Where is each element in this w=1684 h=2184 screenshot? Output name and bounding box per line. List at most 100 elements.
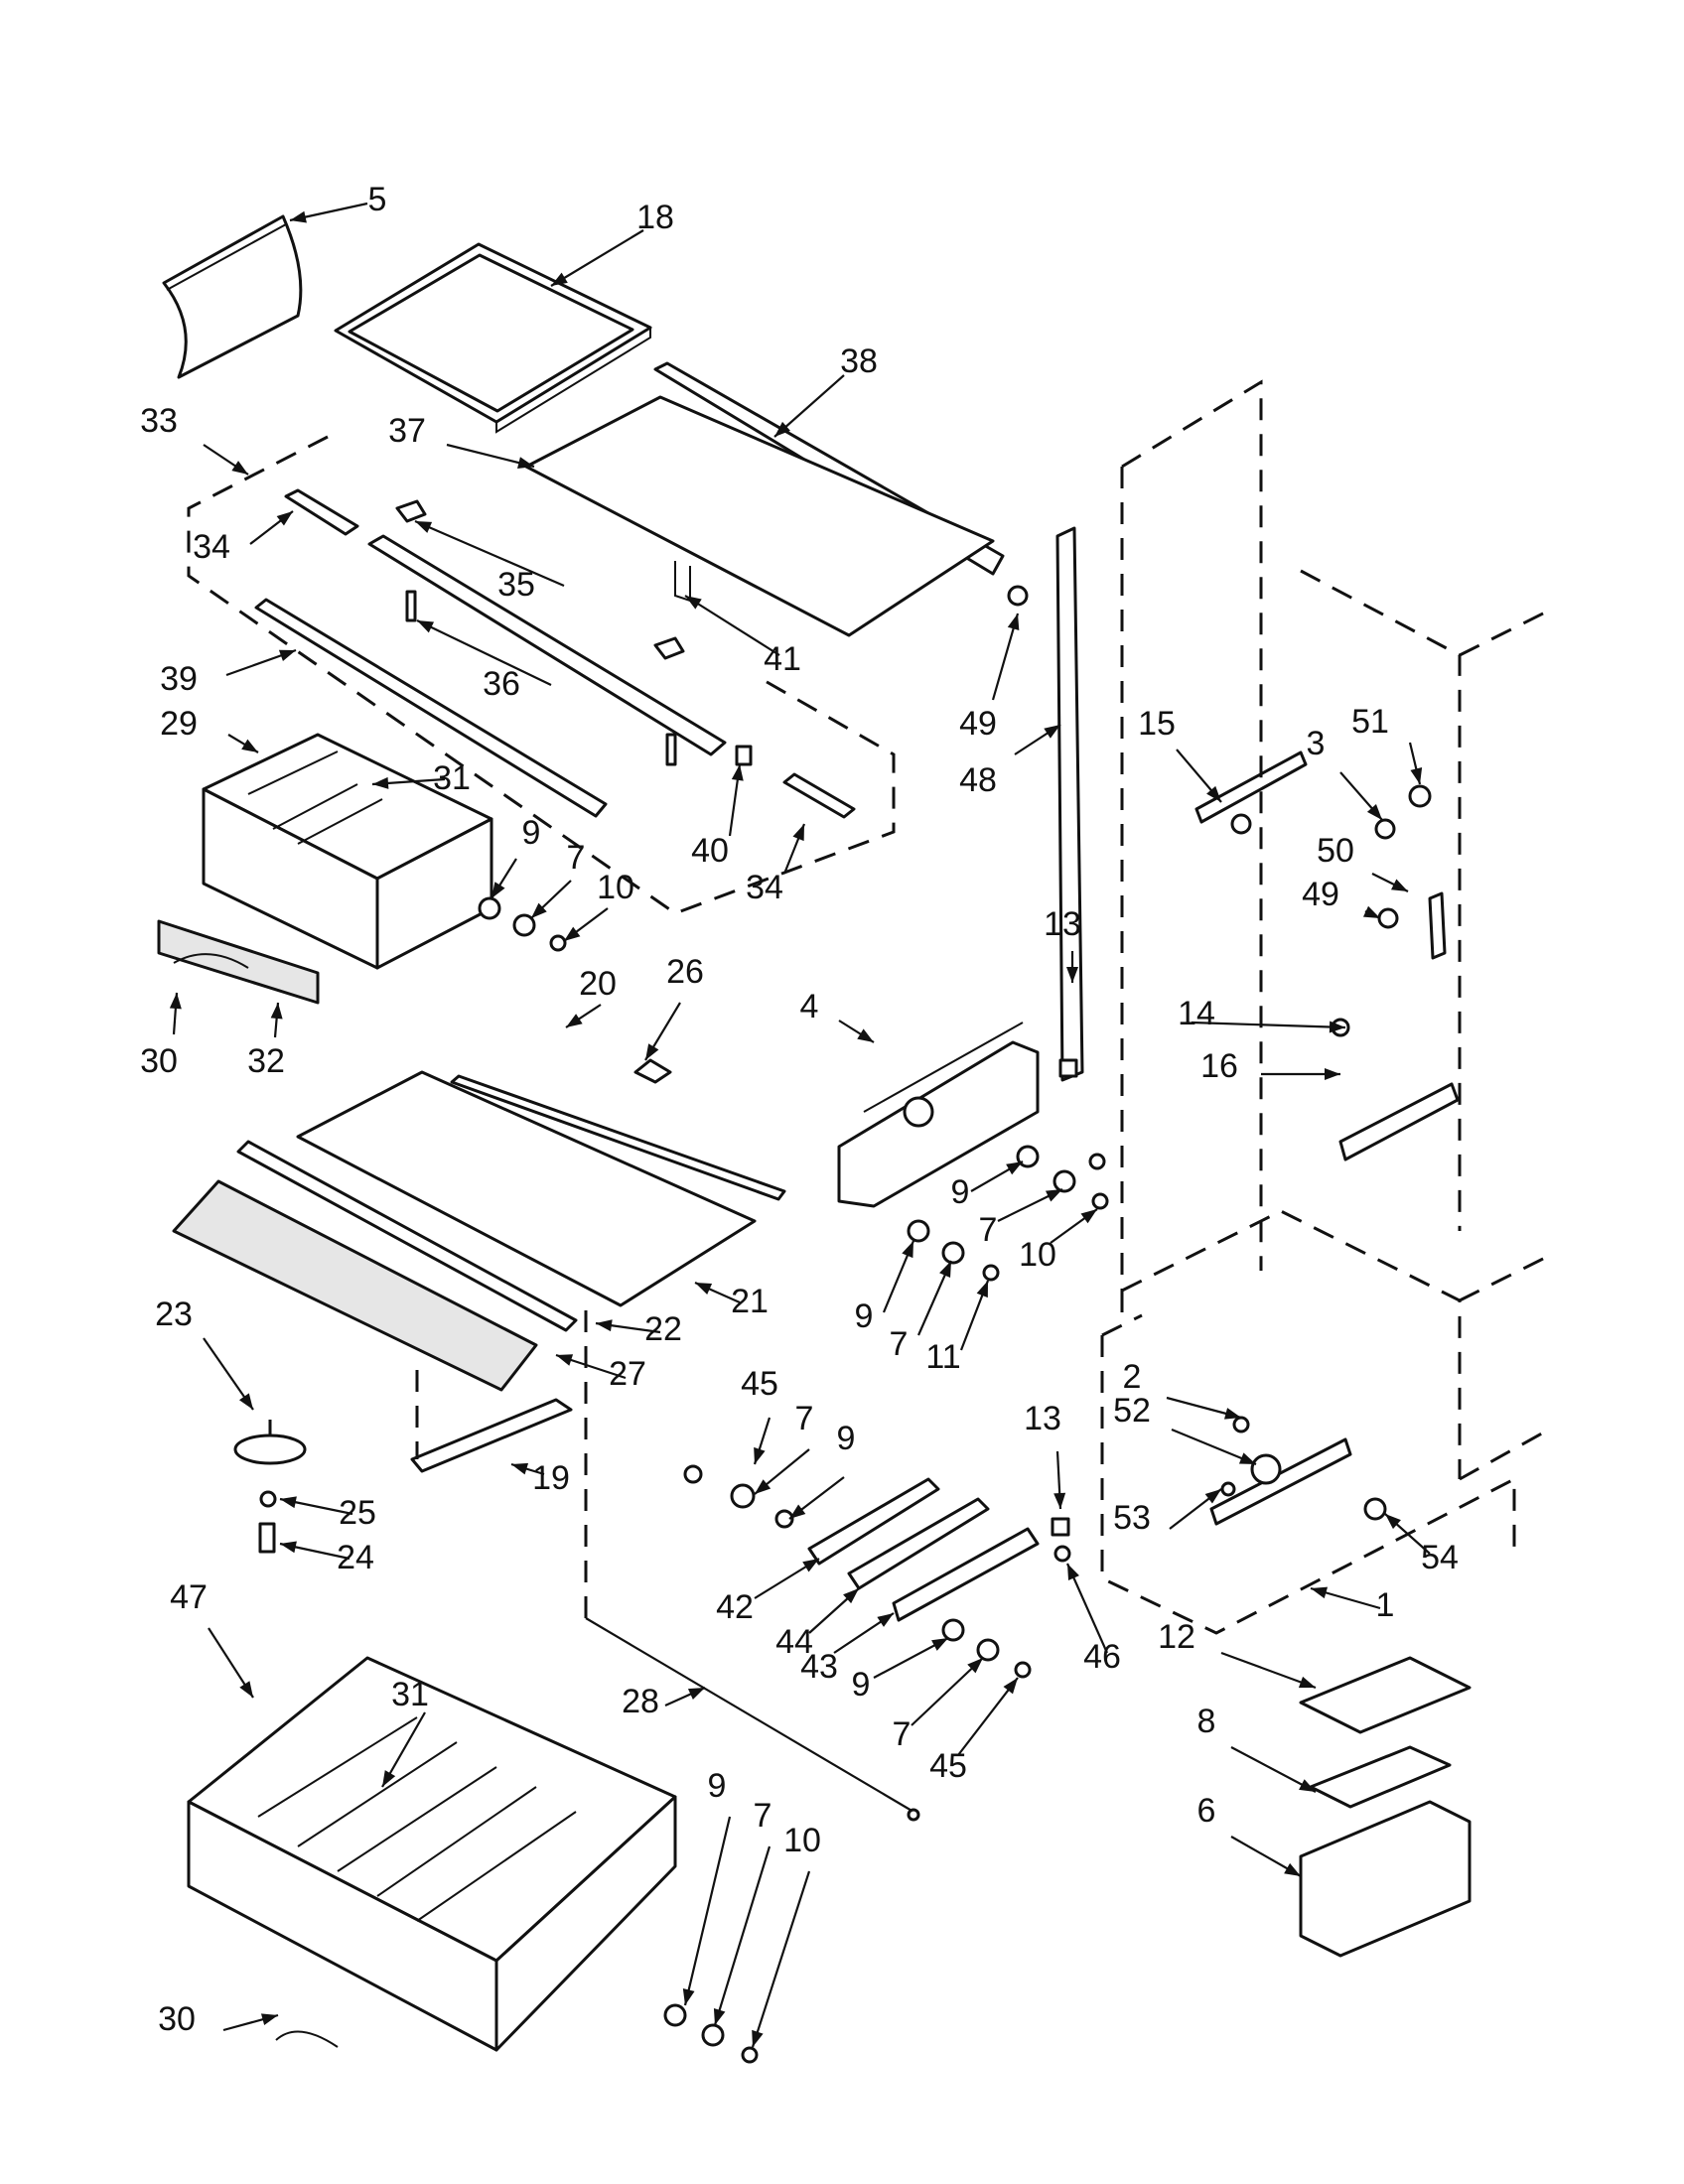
- callout-number: 12: [1158, 1618, 1195, 1656]
- callout-number: 41: [764, 640, 801, 678]
- part-rail-bracket: [1194, 751, 1460, 1161]
- callout-number: 7: [979, 1211, 998, 1249]
- callout-leader-line: [1220, 1651, 1317, 1690]
- callout-number: 30: [158, 2000, 196, 2038]
- callout-12: 12: [1158, 1618, 1317, 1690]
- part-top-shelf: [334, 242, 652, 434]
- callout-39: 39: [160, 648, 297, 698]
- callout-arrowhead: [231, 461, 248, 475]
- callout-number: 7: [795, 1400, 814, 1437]
- callout-number: 9: [852, 1666, 871, 1704]
- callout-arrowhead: [270, 1003, 283, 1020]
- callout-8: 8: [1197, 1703, 1317, 1793]
- callout-arrowhead: [1204, 1489, 1221, 1504]
- callout-arrowhead: [241, 739, 258, 752]
- callout-13: 13: [1044, 905, 1081, 983]
- callout-arrowhead: [511, 1462, 529, 1475]
- callout-arrowhead: [491, 882, 505, 898]
- callout-arrowhead: [1329, 1021, 1345, 1033]
- callout-45: 45: [741, 1365, 778, 1465]
- callout-11: 11: [925, 1280, 990, 1376]
- callout-number: 51: [1351, 703, 1389, 741]
- callout-number: 31: [433, 759, 471, 797]
- callout-arrowhead: [1325, 1068, 1340, 1080]
- callout-27: 27: [555, 1353, 646, 1393]
- callout-51: 51: [1351, 703, 1423, 785]
- callout-number: 4: [800, 988, 819, 1025]
- callout-arrowhead: [1006, 1161, 1023, 1175]
- callout-9: 9: [951, 1160, 1024, 1211]
- cabinet-outline: [1120, 379, 1550, 1481]
- callout-arrowhead: [1007, 614, 1020, 631]
- callout-7: 7: [890, 1260, 953, 1363]
- callout-34: 34: [746, 823, 806, 906]
- callout-arrowhead: [976, 1281, 988, 1298]
- callout-number: 54: [1421, 1539, 1459, 1576]
- callout-number: 10: [783, 1822, 821, 1859]
- callout-number: 45: [929, 1747, 967, 1785]
- callout-leader-line: [1230, 1746, 1317, 1793]
- callout-number: 11: [925, 1338, 960, 1376]
- callout-number: 47: [170, 1578, 208, 1616]
- callout-18: 18: [550, 199, 674, 287]
- callout-arrowhead: [1053, 1492, 1066, 1509]
- callout-7: 7: [713, 1797, 772, 2026]
- callout-number: 43: [800, 1648, 838, 1686]
- callout-arrowhead: [1067, 1564, 1079, 1581]
- callout-arrowhead: [1299, 1779, 1316, 1792]
- callout-number: 28: [622, 1683, 659, 1720]
- callout-number: 39: [160, 660, 198, 698]
- callout-28: 28: [622, 1683, 706, 1720]
- callout-number: 19: [532, 1459, 570, 1497]
- callout-arrowhead: [382, 1770, 396, 1787]
- callout-number: 8: [1197, 1703, 1216, 1740]
- callout-arrowhead: [754, 1446, 766, 1464]
- callout-10: 10: [563, 869, 634, 942]
- callout-number: 40: [691, 832, 729, 870]
- callout-7: 7: [530, 839, 586, 919]
- callout-leader-line: [416, 619, 552, 686]
- callout-arrowhead: [596, 1319, 613, 1332]
- callout-number: 7: [567, 839, 586, 877]
- callout-43: 43: [800, 1612, 895, 1686]
- callout-number: 9: [708, 1767, 727, 1805]
- callout-19: 19: [510, 1459, 570, 1497]
- callout-arrowhead: [276, 511, 293, 526]
- callout-24: 24: [279, 1539, 374, 1576]
- callout-leader-line: [957, 1677, 1019, 1756]
- callout-arrowhead: [1003, 1678, 1018, 1695]
- callout-32: 32: [247, 1002, 285, 1080]
- part-glass-shelf: [524, 395, 995, 637]
- part-rod: [584, 1310, 920, 1822]
- callout-number: 2: [1123, 1358, 1142, 1396]
- callout-54: 54: [1384, 1513, 1459, 1576]
- callout-number: 31: [391, 1676, 429, 1713]
- callout-2: 2: [1123, 1358, 1242, 1420]
- callout-number: 22: [644, 1310, 682, 1348]
- callout-45: 45: [929, 1677, 1019, 1785]
- callout-number: 14: [1178, 995, 1215, 1032]
- callout-arrowhead: [280, 1541, 297, 1554]
- callout-arrowhead: [685, 596, 702, 610]
- callout-10: 10: [1019, 1208, 1098, 1274]
- callout-number: 16: [1200, 1047, 1238, 1085]
- callout-arrowhead: [1223, 1408, 1241, 1420]
- callout-arrowhead: [1385, 1514, 1401, 1530]
- callout-number: 32: [247, 1042, 285, 1080]
- callout-leader-line: [684, 595, 780, 656]
- callout-52: 52: [1113, 1392, 1257, 1466]
- callout-number: 52: [1113, 1392, 1151, 1430]
- callout-number: 38: [840, 342, 878, 380]
- callout-31: 31: [381, 1676, 429, 1788]
- callout-number: 34: [746, 869, 783, 906]
- callout-number: 48: [959, 761, 997, 799]
- callout-number: 9: [837, 1420, 856, 1457]
- part-lower-bracket: [1100, 1313, 1516, 1635]
- part-vertical-rail: [1055, 526, 1084, 1082]
- callout-36: 36: [416, 619, 552, 703]
- callout-number: 35: [497, 566, 535, 604]
- callout-arrowhead: [967, 1658, 983, 1674]
- callout-arrowhead: [551, 272, 568, 286]
- callout-arrowhead: [417, 620, 435, 633]
